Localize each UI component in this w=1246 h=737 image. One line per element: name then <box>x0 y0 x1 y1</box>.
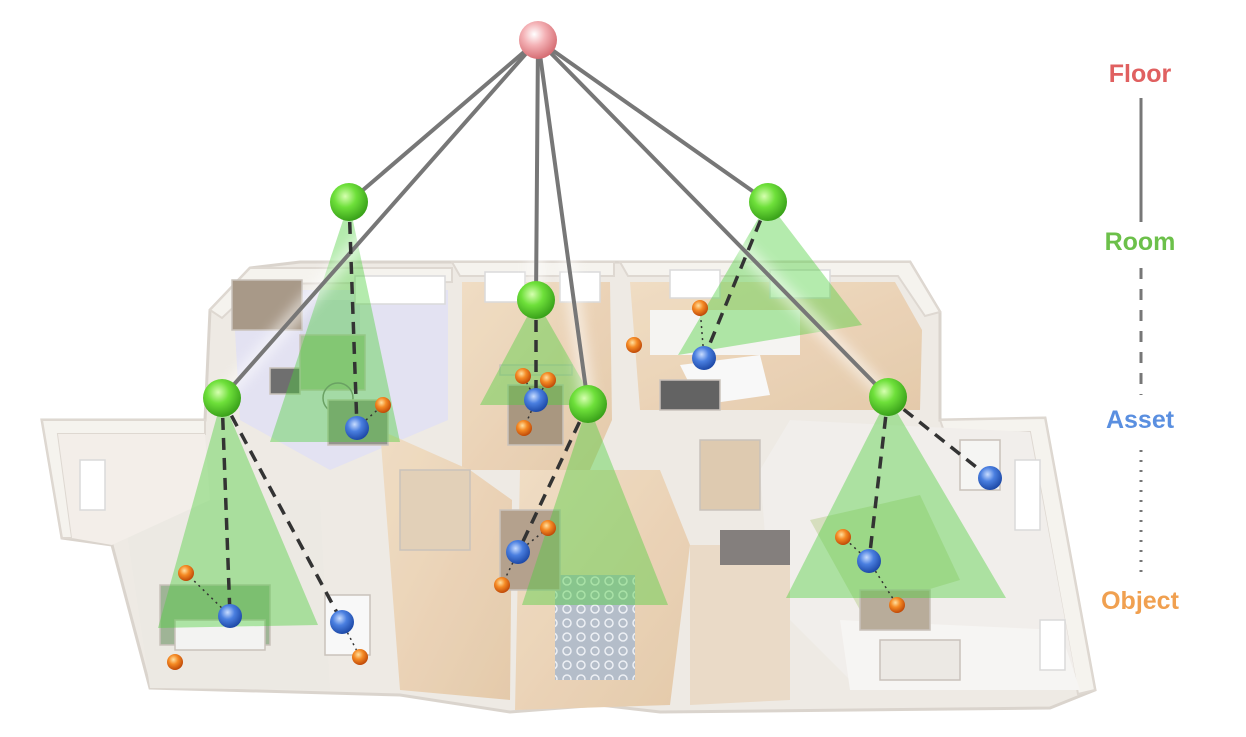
asset-node <box>506 540 530 564</box>
asset-node <box>524 388 548 412</box>
floor-node <box>519 21 557 59</box>
room-node <box>330 183 368 221</box>
room-node <box>749 183 787 221</box>
object-node <box>178 565 194 581</box>
edge-floor-room-2 <box>536 40 538 300</box>
floor-nodes <box>519 21 557 59</box>
room-node <box>869 378 907 416</box>
asset-node <box>218 604 242 628</box>
object-node <box>540 520 556 536</box>
object-node <box>167 654 183 670</box>
legend-asset-label: Asset <box>1106 406 1174 435</box>
object-node <box>835 529 851 545</box>
object-node <box>626 337 642 353</box>
object-node <box>692 300 708 316</box>
object-node <box>889 597 905 613</box>
asset-node <box>978 466 1002 490</box>
object-node <box>515 368 531 384</box>
asset-node <box>330 610 354 634</box>
legend-object-label: Object <box>1101 587 1179 616</box>
object-node <box>540 372 556 388</box>
object-node <box>375 397 391 413</box>
room-node <box>517 281 555 319</box>
legend-floor-label: Floor <box>1109 60 1172 89</box>
legend-room-label: Room <box>1105 228 1176 257</box>
object-node <box>352 649 368 665</box>
asset-node <box>857 549 881 573</box>
room-node <box>203 379 241 417</box>
asset-node <box>692 346 716 370</box>
object-node <box>494 577 510 593</box>
asset-node <box>345 416 369 440</box>
object-node <box>516 420 532 436</box>
room-node <box>569 385 607 423</box>
